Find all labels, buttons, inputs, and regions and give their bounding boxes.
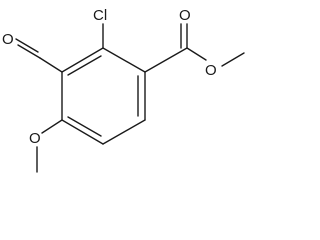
- ester-carbonyl-oxygen-label: O: [179, 7, 191, 24]
- ring-bond: [61, 47, 104, 73]
- aldehyde-oxygen-label: O: [2, 31, 14, 48]
- methoxy-oxygen-label: O: [29, 130, 41, 147]
- ring-bond: [102, 119, 146, 145]
- methoxy-bond: [41, 119, 63, 134]
- ring-bond-inner: [67, 55, 102, 76]
- ring-bond-inner: [67, 116, 102, 137]
- aldehyde-co-bond-2: [15, 38, 39, 53]
- ring-bond: [102, 47, 146, 73]
- ester-ether-oxygen-label: O: [205, 62, 217, 79]
- ester-o-bond: [186, 47, 207, 61]
- ester-bond: [144, 47, 188, 73]
- ester-methyl-bond: [221, 52, 245, 67]
- ring-bond: [61, 119, 104, 145]
- chemical-structure: Cl O O O O: [2, 7, 245, 173]
- aldehyde-bond: [39, 57, 63, 73]
- chlorine-label: Cl: [93, 7, 107, 24]
- benzene-ring: [61, 47, 146, 145]
- aldehyde-co-bond: [17, 44, 41, 59]
